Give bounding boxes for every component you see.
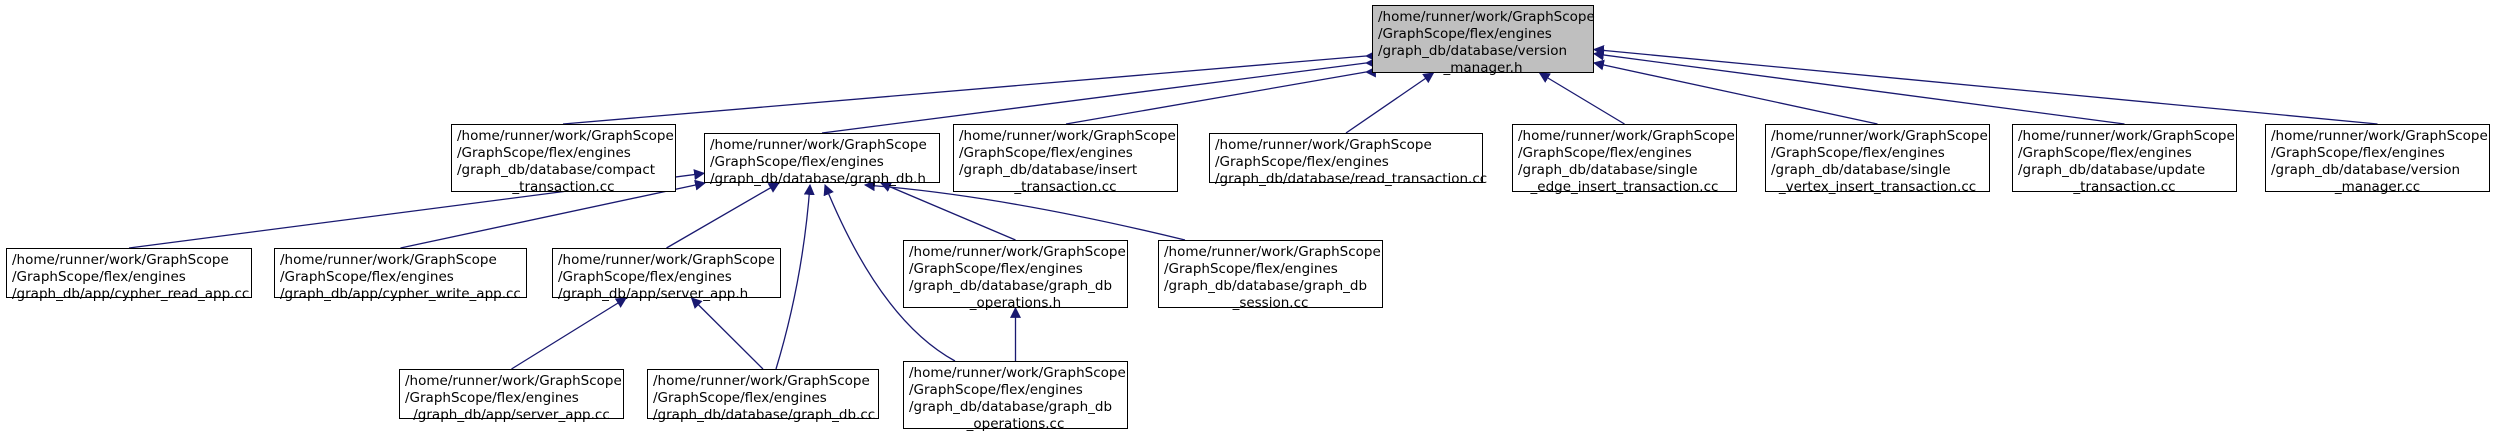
edge-single-edge-insert-transaction-cc-to-version-manager-h: [1538, 72, 1625, 125]
node-cypher-write-app-cc[interactable]: /home/runner/work/GraphScope/GraphScope/…: [274, 248, 527, 302]
node-label-line: /home/runner/work/GraphScope: [1518, 128, 1735, 144]
node-label-line: /graph_db/database/graph_db: [909, 278, 1113, 294]
node-label-line: /GraphScope/flex/engines: [653, 390, 827, 406]
node-label-line: /graph_db/app/cypher_read_app.cc: [12, 286, 250, 302]
node-label-line: /GraphScope/flex/engines: [2271, 145, 2445, 161]
node-graph-db-operations-h[interactable]: /home/runner/work/GraphScope/GraphScope/…: [903, 240, 1128, 311]
edge-insert-transaction-cc-to-version-manager-h: [1065, 66, 1376, 125]
node-server-app-cc[interactable]: /home/runner/work/GraphScope/GraphScope/…: [399, 369, 624, 423]
node-label-line: /GraphScope/flex/engines: [12, 269, 186, 285]
node-label-line: /home/runner/work/GraphScope: [2018, 128, 2235, 144]
node-label-line: _transaction.cc: [512, 179, 615, 195]
node-label-line: /graph_db/database/graph_db: [909, 399, 1113, 415]
node-label-line: /graph_db/app/cypher_write_app.cc: [280, 286, 521, 302]
node-graph-db-session-cc[interactable]: /home/runner/work/GraphScope/GraphScope/…: [1158, 240, 1383, 311]
edge-cypher-write-app-cc-to-graph-db-h: [400, 179, 706, 249]
node-label-line: /home/runner/work/GraphScope: [653, 373, 870, 389]
node-label-line: /graph_db/database/insert: [959, 162, 1138, 178]
edge-compact-transaction-cc-to-version-manager-h: [562, 50, 1376, 125]
node-label-line: /graph_db/app/server_app.cc: [413, 407, 610, 423]
node-graph-db-cc[interactable]: /home/runner/work/GraphScope/GraphScope/…: [647, 369, 879, 423]
node-label-line: /GraphScope/flex/engines: [405, 390, 579, 406]
node-label-line: _edge_insert_transaction.cc: [1530, 179, 1719, 195]
node-cypher-read-app-cc[interactable]: /home/runner/work/GraphScope/GraphScope/…: [6, 248, 252, 302]
node-label-line: /GraphScope/flex/engines: [1164, 261, 1338, 277]
node-label-line: /home/runner/work/GraphScope: [457, 128, 674, 144]
edge-server-app-cc-to-server-app-h: [511, 297, 628, 370]
node-label-line: /GraphScope/flex/engines: [959, 145, 1133, 161]
node-label-line: _transaction.cc: [2073, 179, 2176, 195]
node-label-line: /home/runner/work/GraphScope: [280, 252, 497, 268]
node-label-line: /home/runner/work/GraphScope: [558, 252, 775, 268]
node-label-line: _operations.h: [969, 295, 1062, 311]
edge-version-manager-cc-to-version-manager-h: [1592, 44, 2378, 125]
node-label-line: /graph_db/database/graph_db: [1164, 278, 1368, 294]
node-label-line: /GraphScope/flex/engines: [909, 261, 1083, 277]
node-label-line: /home/runner/work/GraphScope: [1771, 128, 1988, 144]
node-single-vertex-insert-transaction-cc[interactable]: /home/runner/work/GraphScope/GraphScope/…: [1765, 124, 1990, 195]
node-compact-transaction-cc[interactable]: /home/runner/work/GraphScope/GraphScope/…: [451, 124, 676, 195]
edge-update-transaction-cc-to-version-manager-h: [1592, 49, 2125, 125]
node-label-line: /graph_db/database/version: [1378, 43, 1568, 59]
node-version-manager-cc[interactable]: /home/runner/work/GraphScope/GraphScope/…: [2265, 124, 2490, 195]
node-label-line: /GraphScope/flex/engines: [1378, 26, 1552, 42]
node-label-line: /GraphScope/flex/engines: [558, 269, 732, 285]
edge-graph-db-session-cc-to-graph-db-h: [863, 180, 1186, 241]
edge-graph-db-cc-to-graph-db-h: [775, 183, 815, 370]
node-label-line: /GraphScope/flex/engines: [457, 145, 631, 161]
node-label-line: /GraphScope/flex/engines: [1215, 154, 1389, 170]
node-label-line: /graph_db/database/compact: [457, 162, 656, 178]
node-label-line: _operations.cc: [966, 416, 1065, 432]
edge-server-app-h-to-graph-db-h: [666, 182, 780, 249]
node-insert-transaction-cc[interactable]: /home/runner/work/GraphScope/GraphScope/…: [953, 124, 1178, 195]
node-label-line: /graph_db/database/version: [2271, 162, 2461, 178]
edge-graph-db-cc-to-server-app-h: [690, 297, 764, 370]
edge-graph-db-operations-cc-to-graph-db-h: [823, 183, 956, 362]
node-label-line: /home/runner/work/GraphScope: [12, 252, 229, 268]
node-label-line: /home/runner/work/GraphScope: [909, 244, 1126, 260]
node-label-line: /home/runner/work/GraphScope: [1215, 137, 1432, 153]
node-label-line: /home/runner/work/GraphScope: [710, 137, 927, 153]
node-label-line: /GraphScope/flex/engines: [2018, 145, 2192, 161]
node-read-transaction-cc[interactable]: /home/runner/work/GraphScope/GraphScope/…: [1209, 133, 1487, 187]
node-label-line: _manager.cc: [2334, 179, 2421, 195]
edge-single-vertex-insert-transaction-cc-to-version-manager-h: [1592, 59, 1878, 125]
node-label-line: /graph_db/app/server_app.h: [558, 286, 749, 302]
node-label-line: /home/runner/work/GraphScope: [959, 128, 1176, 144]
node-label-line: _session.cc: [1232, 295, 1309, 311]
node-label-line: /GraphScope/flex/engines: [1518, 145, 1692, 161]
node-label-line: /home/runner/work/GraphScope: [405, 373, 622, 389]
node-label-line: /graph_db/database/read_transaction.cc: [1215, 171, 1488, 187]
node-label-line: /home/runner/work/GraphScope: [1378, 9, 1595, 25]
node-label-line: /graph_db/database/single: [1771, 162, 1951, 178]
node-label-line: _manager.h: [1443, 60, 1523, 76]
node-label-line: /graph_db/database/update: [2018, 162, 2206, 178]
node-label-line: _vertex_insert_transaction.cc: [1778, 179, 1977, 195]
node-label-line: /GraphScope/flex/engines: [1771, 145, 1945, 161]
node-label-line: /graph_db/database/single: [1518, 162, 1698, 178]
node-label-line: /home/runner/work/GraphScope: [2271, 128, 2488, 144]
node-version-manager-h[interactable]: /home/runner/work/GraphScope/GraphScope/…: [1372, 5, 1595, 76]
node-label-line: /graph_db/database/graph_db.h: [710, 171, 926, 187]
edge-graph-db-h-to-version-manager-h: [821, 57, 1376, 134]
edge-graph-db-operations-h-to-graph-db-h: [879, 181, 1016, 241]
node-label-line: /home/runner/work/GraphScope: [1164, 244, 1381, 260]
node-graph-db-h[interactable]: /home/runner/work/GraphScope/GraphScope/…: [704, 133, 940, 187]
edge-read-transaction-cc-to-version-manager-h: [1345, 72, 1435, 134]
node-label-line: /GraphScope/flex/engines: [280, 269, 454, 285]
node-label-line: /home/runner/work/GraphScope: [909, 365, 1126, 381]
node-graph-db-operations-cc[interactable]: /home/runner/work/GraphScope/GraphScope/…: [903, 361, 1128, 432]
node-label-line: /graph_db/database/graph_db.cc: [653, 407, 876, 423]
node-label-line: _transaction.cc: [1014, 179, 1117, 195]
node-update-transaction-cc[interactable]: /home/runner/work/GraphScope/GraphScope/…: [2012, 124, 2237, 195]
node-server-app-h[interactable]: /home/runner/work/GraphScope/GraphScope/…: [552, 248, 781, 302]
node-single-edge-insert-transaction-cc[interactable]: /home/runner/work/GraphScope/GraphScope/…: [1512, 124, 1737, 195]
node-label-line: /GraphScope/flex/engines: [710, 154, 884, 170]
node-label-line: /GraphScope/flex/engines: [909, 382, 1083, 398]
